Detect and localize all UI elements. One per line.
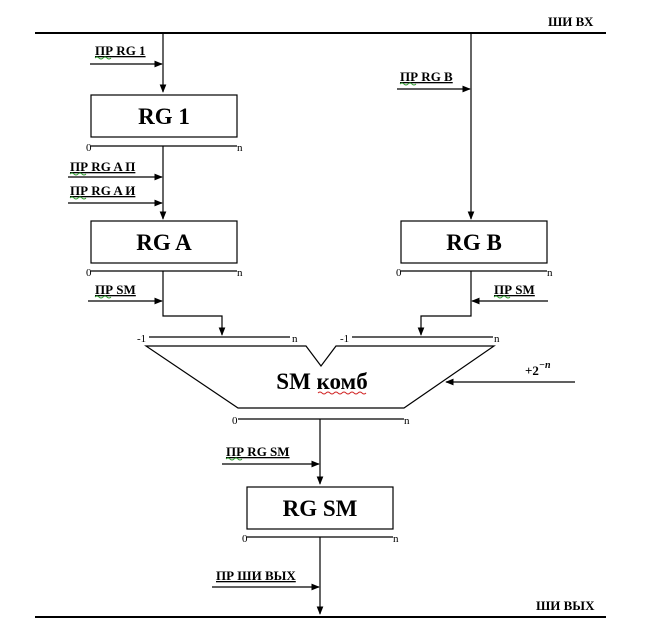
spell-underline (94, 56, 112, 60)
spell-underline (493, 295, 511, 299)
sm-adder-label: SM комб (276, 369, 367, 394)
sm-tick-n: n (404, 415, 410, 427)
signal-pr-shi-out-label: ПР ШИ ВЫХ (216, 568, 296, 583)
signal-pr-rga-i-label: ПР RG A И (70, 183, 135, 198)
rgsm-block-label: RG SM (283, 496, 358, 521)
spell-underline (69, 196, 87, 200)
sm-b-tick-minus-one: -1 (340, 333, 349, 345)
rgb-to-sm-wire (417, 271, 472, 336)
rg1-tick-n: n (237, 142, 243, 154)
signal-pr-rg1-label: ПР RG 1 (95, 43, 146, 58)
spell-underline (399, 82, 417, 86)
sm-b-tick-n: n (494, 333, 500, 345)
sm-a-tick-n: n (292, 333, 298, 345)
rgb-block-label: RG B (446, 230, 502, 255)
input-bus-label: ШИ ВХ (548, 14, 594, 29)
rga-tick-n: n (237, 267, 243, 279)
signal-pr-rgb-label: ПР RG B (400, 69, 453, 84)
rg1-block-label: RG 1 (138, 104, 190, 129)
rgb-tick-n: n (547, 267, 553, 279)
rgsm-tick-n: n (393, 533, 399, 545)
rga-to-sm-wire (162, 271, 226, 336)
spell-underline (94, 295, 112, 299)
output-bus-label: ШИ ВЫХ (536, 598, 595, 613)
rga-block-label: RG A (136, 230, 192, 255)
signal-pr-sm-b-label: ПР SM (494, 282, 535, 297)
sm-tick-zero: 0 (232, 415, 238, 427)
rgsm-block (246, 486, 394, 530)
rga-block (90, 220, 238, 264)
rg1-block (90, 94, 238, 138)
spell-underline (317, 391, 367, 395)
signal-pr-rga-p-label: ПР RG A П (70, 159, 135, 174)
rg1-tick-zero: 0 (86, 142, 92, 154)
rgsm-tick-zero: 0 (242, 533, 248, 545)
spell-underline (225, 457, 243, 461)
sm-adder-block (144, 345, 496, 409)
signal-pr-sm-a-label: ПР SM (95, 282, 136, 297)
spell-underline (69, 172, 87, 176)
rga-tick-zero: 0 (86, 267, 92, 279)
rgb-block (400, 220, 548, 264)
rgb-tick-zero: 0 (396, 267, 402, 279)
constant-plus-2-pow-n: +2−n (525, 360, 551, 378)
sm-a-tick-minus-one: -1 (137, 333, 146, 345)
signal-pr-rgsm-label: ПР RG SM (226, 444, 290, 459)
